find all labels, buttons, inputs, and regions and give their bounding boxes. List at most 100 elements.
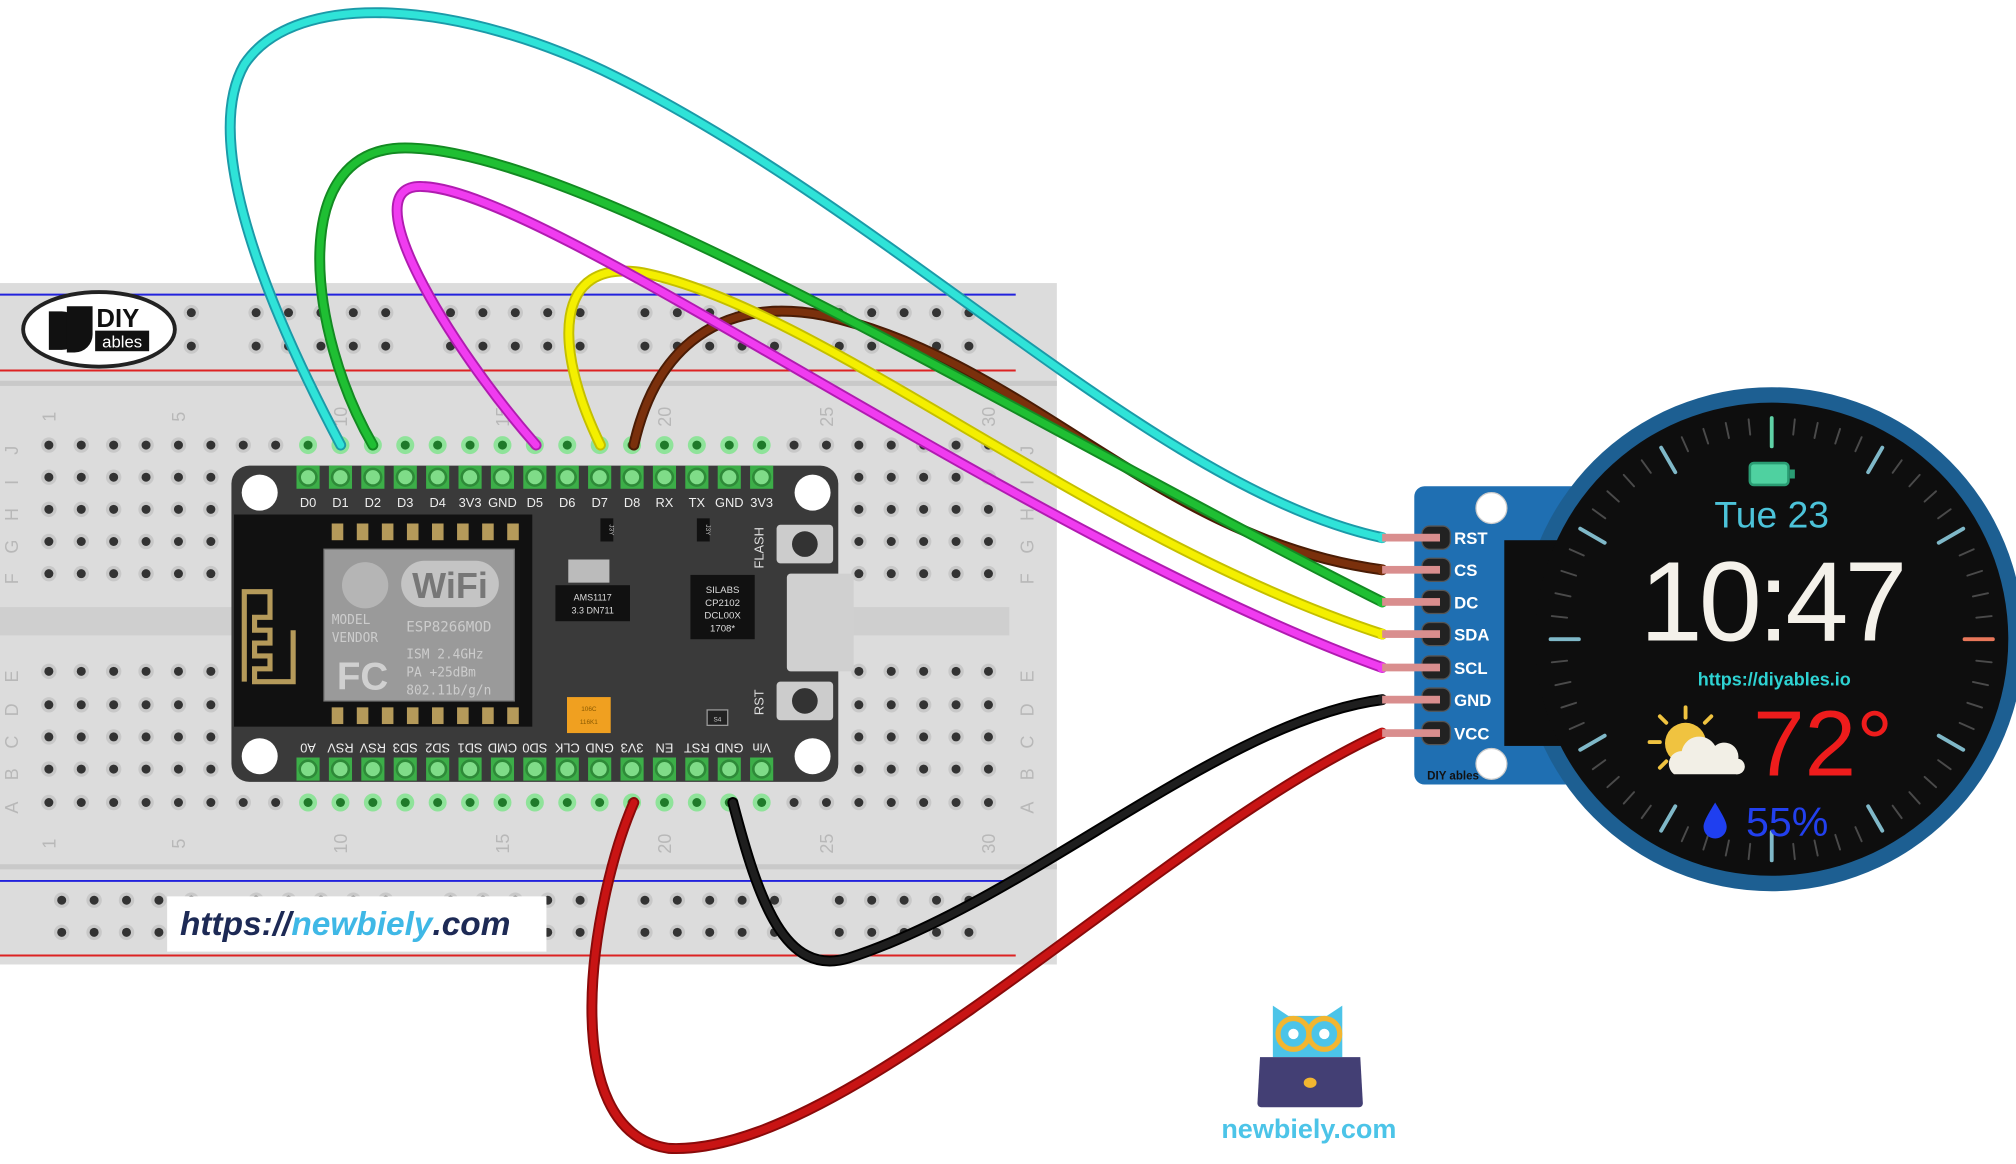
pin-label: D7 <box>591 495 607 510</box>
pin-label: RSV <box>359 740 386 755</box>
pin-gnd[interactable] <box>719 467 739 487</box>
rail-hole-center <box>89 895 99 905</box>
row-letter: E <box>2 670 22 682</box>
minor-tick <box>1747 842 1752 861</box>
breadboard-hole-center <box>983 798 993 807</box>
pin-d3[interactable] <box>395 467 415 487</box>
breadboard-hole-center <box>238 798 248 807</box>
pin-label: EN <box>656 740 674 755</box>
fc-logo: FC <box>337 655 388 698</box>
pin-d5[interactable] <box>525 467 545 487</box>
minor-tick <box>1854 826 1863 843</box>
breadboard-hole-center <box>173 537 183 546</box>
minor-tick <box>1923 490 1938 503</box>
breadboard-hole-center <box>335 798 345 807</box>
pin-label: SD0 <box>522 740 547 755</box>
pin-label: RX <box>656 495 674 510</box>
pin-rsv[interactable] <box>363 759 383 779</box>
row-letter: G <box>1018 540 1038 554</box>
pin-sd1[interactable] <box>460 759 480 779</box>
column-number: 30 <box>979 834 999 854</box>
pin-rsv[interactable] <box>330 759 351 779</box>
castellation <box>381 707 394 725</box>
pin-vin[interactable] <box>752 759 772 779</box>
pin-rx[interactable] <box>654 467 675 487</box>
module-text: MODEL <box>332 613 371 628</box>
pin-gnd[interactable] <box>590 759 610 779</box>
breadboard-hole-center <box>983 666 993 676</box>
pin-a0[interactable] <box>298 759 318 779</box>
clock-ticks <box>1548 416 1995 863</box>
wire-d5-to-scl[interactable] <box>393 183 1386 672</box>
pin-cmd[interactable] <box>492 759 513 779</box>
wire-d2-to-dc[interactable] <box>316 144 1386 606</box>
breadboard-hole-center <box>109 537 119 546</box>
pin-d1[interactable] <box>330 467 351 487</box>
breadboard-hole-center <box>141 798 151 807</box>
mounting-hole <box>794 738 831 775</box>
breadboard-hole-center <box>271 440 281 450</box>
breadboard-hole-center <box>433 798 443 807</box>
wire-d1-to-rst[interactable] <box>226 9 1386 542</box>
pin-sd0[interactable] <box>525 759 545 779</box>
banner-name: newbiely <box>291 906 434 943</box>
rail-hole-center <box>122 895 132 905</box>
breadboard-hole-center <box>854 700 864 710</box>
breadboard-hole-center <box>76 537 86 546</box>
display-temperature: 72° <box>1753 692 1893 796</box>
breadboard-hole-center <box>951 472 961 482</box>
breadboard-hole-center <box>173 569 183 579</box>
pin-d8[interactable] <box>622 467 642 487</box>
rail-hole-center <box>575 895 585 905</box>
breadboard-hole-center <box>44 798 54 807</box>
wire-3v3-to-vcc[interactable] <box>588 729 1386 1152</box>
castellation <box>432 707 444 725</box>
pin-gnd[interactable] <box>492 467 513 487</box>
minor-tick <box>1937 508 1952 520</box>
pin-d2[interactable] <box>363 467 383 487</box>
display-humidity: 55% <box>1746 799 1828 845</box>
pin-3v3[interactable] <box>752 467 772 487</box>
pin-3v3[interactable] <box>622 759 642 779</box>
module-text: 802.11b/g/n <box>406 684 491 699</box>
castellation <box>457 523 469 541</box>
breadboard-hole-center <box>44 504 54 514</box>
pin-sd2[interactable] <box>428 759 448 779</box>
pin-tx[interactable] <box>687 467 707 487</box>
wire-d7-to-sda[interactable] <box>565 267 1386 638</box>
pin-clk[interactable] <box>557 759 577 779</box>
pin-sd3[interactable] <box>395 759 415 779</box>
rail-hole-center <box>737 895 747 905</box>
pin-d0[interactable] <box>298 467 318 487</box>
major-tick <box>1936 526 1966 545</box>
pin-label: D6 <box>559 495 575 510</box>
pin-d6[interactable] <box>557 467 577 487</box>
rail-divider <box>0 864 1057 870</box>
breadboard-hole-center <box>44 472 54 482</box>
pin-en[interactable] <box>654 759 675 779</box>
breadboard-hole-center <box>206 569 216 579</box>
wire-gnd-to-gnd[interactable] <box>729 696 1386 965</box>
pin-rst[interactable] <box>687 759 707 779</box>
castellation <box>331 707 344 725</box>
display-logo: DIY ables <box>1427 770 1479 782</box>
pin-d4[interactable] <box>428 467 448 487</box>
module-castellations <box>331 523 519 725</box>
breadboard-hole-center <box>206 440 216 450</box>
battery-full-icon <box>1748 461 1795 487</box>
minor-tick <box>1908 791 1921 805</box>
minor-tick <box>1702 427 1710 445</box>
pin-3v3[interactable] <box>460 467 480 487</box>
rail-hole-center <box>186 308 196 318</box>
breadboard-hole-center <box>109 700 119 710</box>
micro-usb-port[interactable] <box>786 573 854 672</box>
display-pin-label: SCL <box>1454 659 1487 678</box>
rail-hole-center <box>770 341 780 351</box>
breadboard-hole-center <box>854 504 864 514</box>
rail-hole-center <box>899 308 909 318</box>
column-number: 1 <box>39 839 59 849</box>
pin-gnd[interactable] <box>719 759 739 779</box>
rail-hole-center <box>964 927 974 937</box>
breadboard-hole-center <box>951 504 961 514</box>
pin-d7[interactable] <box>590 467 610 487</box>
